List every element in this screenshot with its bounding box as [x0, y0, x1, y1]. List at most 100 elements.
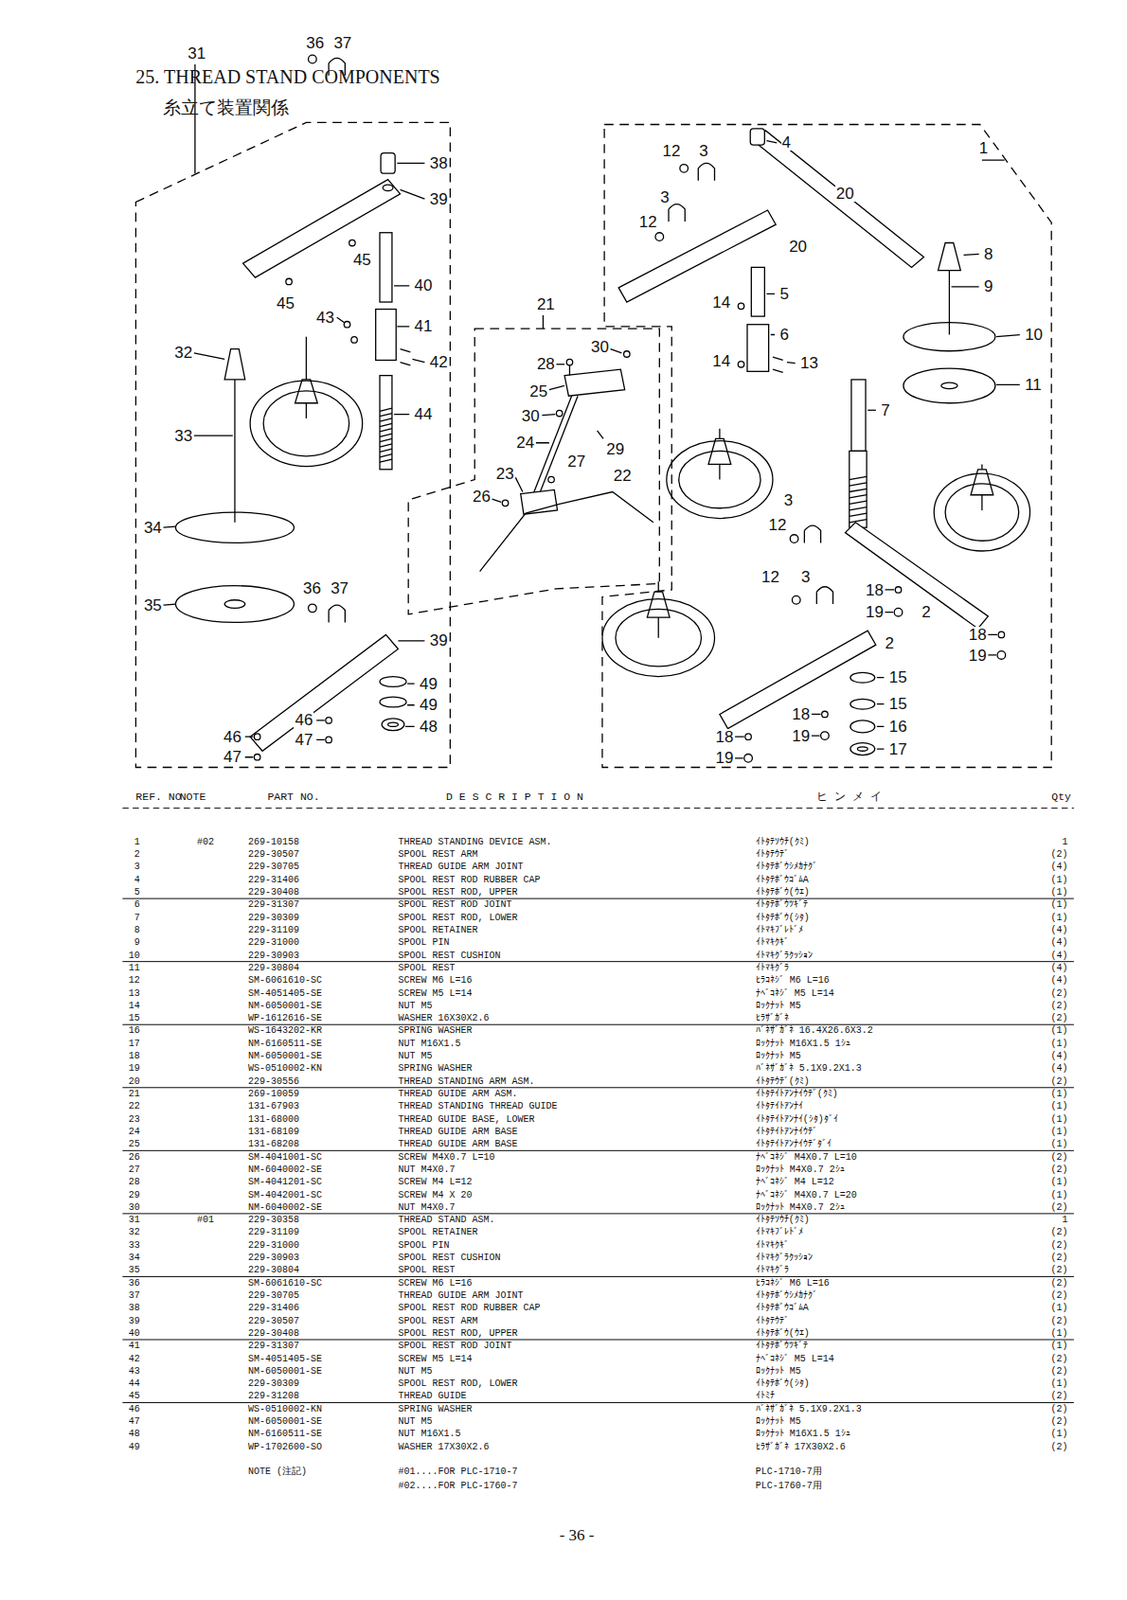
- callout-number: 24: [515, 434, 536, 451]
- table-cell: SM-6061610-SC: [248, 1278, 322, 1289]
- table-cell: 131-68000: [248, 1114, 300, 1126]
- table-cell: SM-4042001-SC: [248, 1190, 322, 1201]
- table-cell: (2): [1050, 1252, 1068, 1264]
- table-cell: SPOOL REST ROD RUBBER CAP: [397, 1303, 540, 1314]
- table-cell: SCREW M5 L=14: [397, 988, 472, 1000]
- callout-number: 33: [173, 428, 194, 445]
- callout-number: 19: [715, 750, 735, 767]
- callout-number: 26: [471, 488, 492, 505]
- table-cell: (2): [1050, 1202, 1068, 1214]
- table-cell: ﾋﾗｻﾞｶﾞﾈ: [755, 1013, 789, 1024]
- note-text: PLC-1760-7用: [755, 1481, 823, 1492]
- table-cell: ｲﾄﾀﾃﾎﾞｳｺﾞﾑA: [755, 1303, 809, 1314]
- table-cell: 229-30804: [248, 1265, 300, 1276]
- table-cell: SM-4051405-SE: [248, 1354, 322, 1365]
- callout-number: 19: [790, 728, 811, 745]
- table-cell: THREAD GUIDE ARM JOINT: [397, 861, 523, 873]
- table-cell: ﾅﾍﾞｺﾈｼﾞ M4X0.7 L=20: [755, 1190, 858, 1201]
- callout-number: 11: [1023, 376, 1043, 394]
- table-cell: (1): [1050, 1177, 1068, 1188]
- table-cell: (2): [1050, 1354, 1068, 1365]
- table-cell: ｲﾄﾏｷｸｷﾞ: [755, 937, 789, 949]
- table-cell: 39: [128, 1316, 141, 1327]
- table-cell: ｲﾄﾏｷｸﾞﾗｸｯｼｮﾝ: [755, 1252, 813, 1264]
- callout-number: 45: [352, 251, 373, 269]
- table-cell: 229-30556: [248, 1076, 300, 1088]
- callout-number: 14: [711, 294, 732, 311]
- table-cell: ｲﾄﾀﾃｳﾃﾞ: [755, 1316, 789, 1327]
- callout-number: 23: [495, 465, 516, 483]
- table-cell: SPOOL REST ARM: [397, 849, 478, 860]
- note-text: NOTE (注記): [248, 1466, 307, 1478]
- table-cell: (2): [1050, 1391, 1068, 1402]
- table-cell: (2): [1050, 1152, 1068, 1163]
- table-cell: ｲﾄﾏｷﾌﾞﾚﾄﾞﾒ: [755, 925, 804, 936]
- table-cell: (2): [1050, 1013, 1068, 1024]
- table-cell: 4: [134, 875, 141, 886]
- table-cell: ｲﾄﾀﾃﾎﾞｳﾂｷﾞﾃ: [755, 899, 808, 911]
- table-cell: THREAD GUIDE ARM JOINT: [397, 1290, 523, 1302]
- table-cell: 16: [128, 1025, 141, 1037]
- callout-number: 47: [293, 732, 314, 749]
- table-cell: 5: [134, 887, 141, 898]
- table-cell: THREAD GUIDE ARM BASE: [397, 1127, 518, 1138]
- table-cell: THREAD GUIDE ARM BASE: [397, 1139, 518, 1150]
- callout-number: 36: [302, 580, 322, 597]
- table-cell: SCREW M4X0.7 L=10: [397, 1152, 495, 1163]
- table-cell: 23: [128, 1114, 141, 1126]
- table-cell: WASHER 17X30X2.6: [397, 1442, 489, 1453]
- table-cell: ｲﾄﾀﾃﾎﾞｳﾂｷﾞﾃ: [755, 1341, 808, 1352]
- table-cell: THREAD GUIDE: [397, 1391, 466, 1402]
- table-cell: 21: [128, 1089, 141, 1100]
- page-title: 25. THREAD STAND COMPONENTS: [135, 66, 440, 88]
- table-cell: ｲﾄﾏｷｸﾞﾗ: [755, 963, 789, 974]
- table-cell: ｲﾄﾀﾃｲﾄｱﾝﾅｲｳﾃﾞﾀﾞｲ: [755, 1139, 832, 1150]
- table-cell: 229-30408: [248, 1328, 300, 1340]
- callout-number: 49: [418, 676, 439, 693]
- table-cell: NUT M4X0.7: [397, 1164, 455, 1176]
- table-cell: WS-1643202-KR: [248, 1025, 322, 1037]
- table-cell: SPRING WASHER: [397, 1063, 472, 1074]
- callout-number: 47: [222, 749, 243, 766]
- table-cell: 15: [128, 1013, 141, 1024]
- table-cell: 46: [128, 1404, 141, 1415]
- table-cell: (1): [1050, 1114, 1068, 1126]
- table-cell: NUT M5: [397, 1366, 432, 1378]
- table-cell: (1): [1050, 1127, 1068, 1138]
- table-cell: NM-6040002-SE: [248, 1164, 322, 1176]
- table-cell: 47: [128, 1416, 141, 1428]
- callout-number: 32: [173, 344, 194, 361]
- table-cell: THREAD STAND ASM.: [397, 1215, 495, 1226]
- column-header: ヒ ン メ イ: [816, 791, 882, 805]
- table-cell: ｲﾄﾀﾃｳﾃﾞ(ｸﾐ): [755, 1076, 810, 1088]
- table-cell: 27: [128, 1164, 141, 1176]
- callout-number: 37: [329, 580, 350, 597]
- table-cell: SM-6061610-SC: [248, 975, 322, 986]
- table-cell: 28: [128, 1177, 141, 1188]
- table-cell: SM-4051405-SE: [248, 988, 322, 1000]
- table-cell: ﾅﾍﾞｺﾈｼﾞ M4X0.7 L=10: [755, 1152, 858, 1163]
- table-cell: 18: [128, 1051, 141, 1062]
- table-cell: 229-31109: [248, 1227, 300, 1238]
- table-cell: 229-30903: [248, 950, 300, 962]
- table-cell: 31: [128, 1215, 141, 1226]
- callout-number: 45: [275, 295, 296, 312]
- note-text: #01....FOR PLC-1710-7: [397, 1466, 518, 1478]
- table-cell: (2): [1050, 1366, 1068, 1378]
- table-cell: NM-6040002-SE: [248, 1202, 322, 1214]
- callout-number: 12: [638, 214, 659, 231]
- table-cell: ﾊﾞﾈｻﾞｶﾞﾈ 5.1X9.2X1.3: [755, 1404, 862, 1415]
- table-cell: 229-30309: [248, 1378, 300, 1390]
- table-cell: (1): [1050, 1190, 1068, 1201]
- table-cell: (1): [1050, 912, 1068, 924]
- callout-number: 29: [605, 441, 626, 458]
- callout-number: 25: [528, 383, 549, 400]
- table-cell: SPOOL REST ROD JOINT: [397, 1341, 512, 1352]
- table-cell: 229-31000: [248, 937, 300, 949]
- callout-number: 36: [304, 35, 325, 52]
- table-cell: 41: [128, 1341, 141, 1352]
- column-header: Qty: [1051, 791, 1072, 805]
- table-cell: 3: [134, 861, 141, 873]
- table-cell: (1): [1050, 1328, 1068, 1340]
